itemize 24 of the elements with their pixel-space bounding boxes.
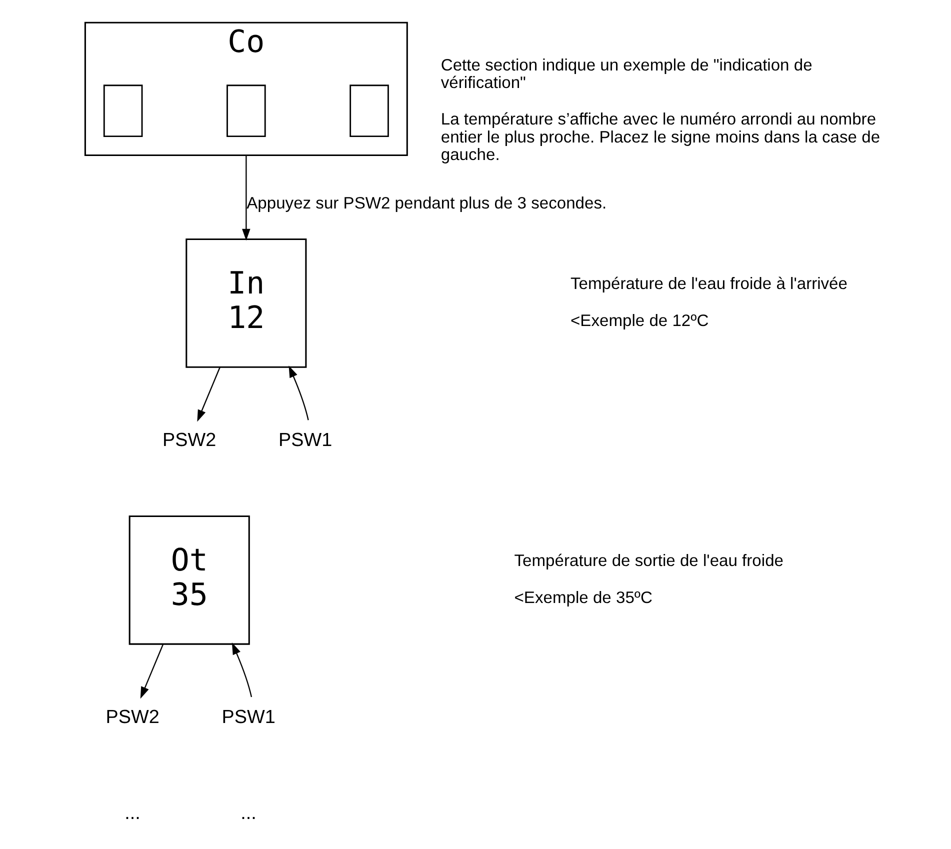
arrow <box>140 644 164 699</box>
node-text: PSW1 <box>222 707 276 728</box>
arrow <box>232 642 252 698</box>
node-label: Température de sortie de l'eau froide <box>514 551 784 570</box>
node-box: In 12 <box>186 238 307 368</box>
label: ... <box>240 803 256 824</box>
node-label: Température de l'eau froide à l'arrivée <box>570 274 848 294</box>
edge-label: Appuyez sur PSW2 pendant plus de 3 secondes. <box>246 194 607 213</box>
node-label: <Exemple de 35ºC <box>514 588 652 607</box>
node-box <box>226 84 266 137</box>
node-text: PSW2 <box>162 430 216 452</box>
node-box <box>103 84 143 137</box>
label: ... <box>124 803 140 824</box>
arrow <box>197 367 220 422</box>
node-label: Cette section indique un exemple de "indication de vérification" <box>440 55 812 92</box>
cluster: Co <box>84 22 408 156</box>
node-label: <Exemple de 12ºC <box>570 310 709 330</box>
arrow <box>242 155 250 241</box>
node-label: La température s’affiche avec le numéro arrondi au nombre entier le plus proche. Placez le signe moins dans la case de gauche. <box>440 110 880 164</box>
node-text: PSW1 <box>278 430 332 452</box>
node-box: Ot 35 <box>128 515 250 645</box>
node-box <box>350 84 389 137</box>
arrow <box>288 366 309 420</box>
node-text: PSW2 <box>106 707 160 728</box>
